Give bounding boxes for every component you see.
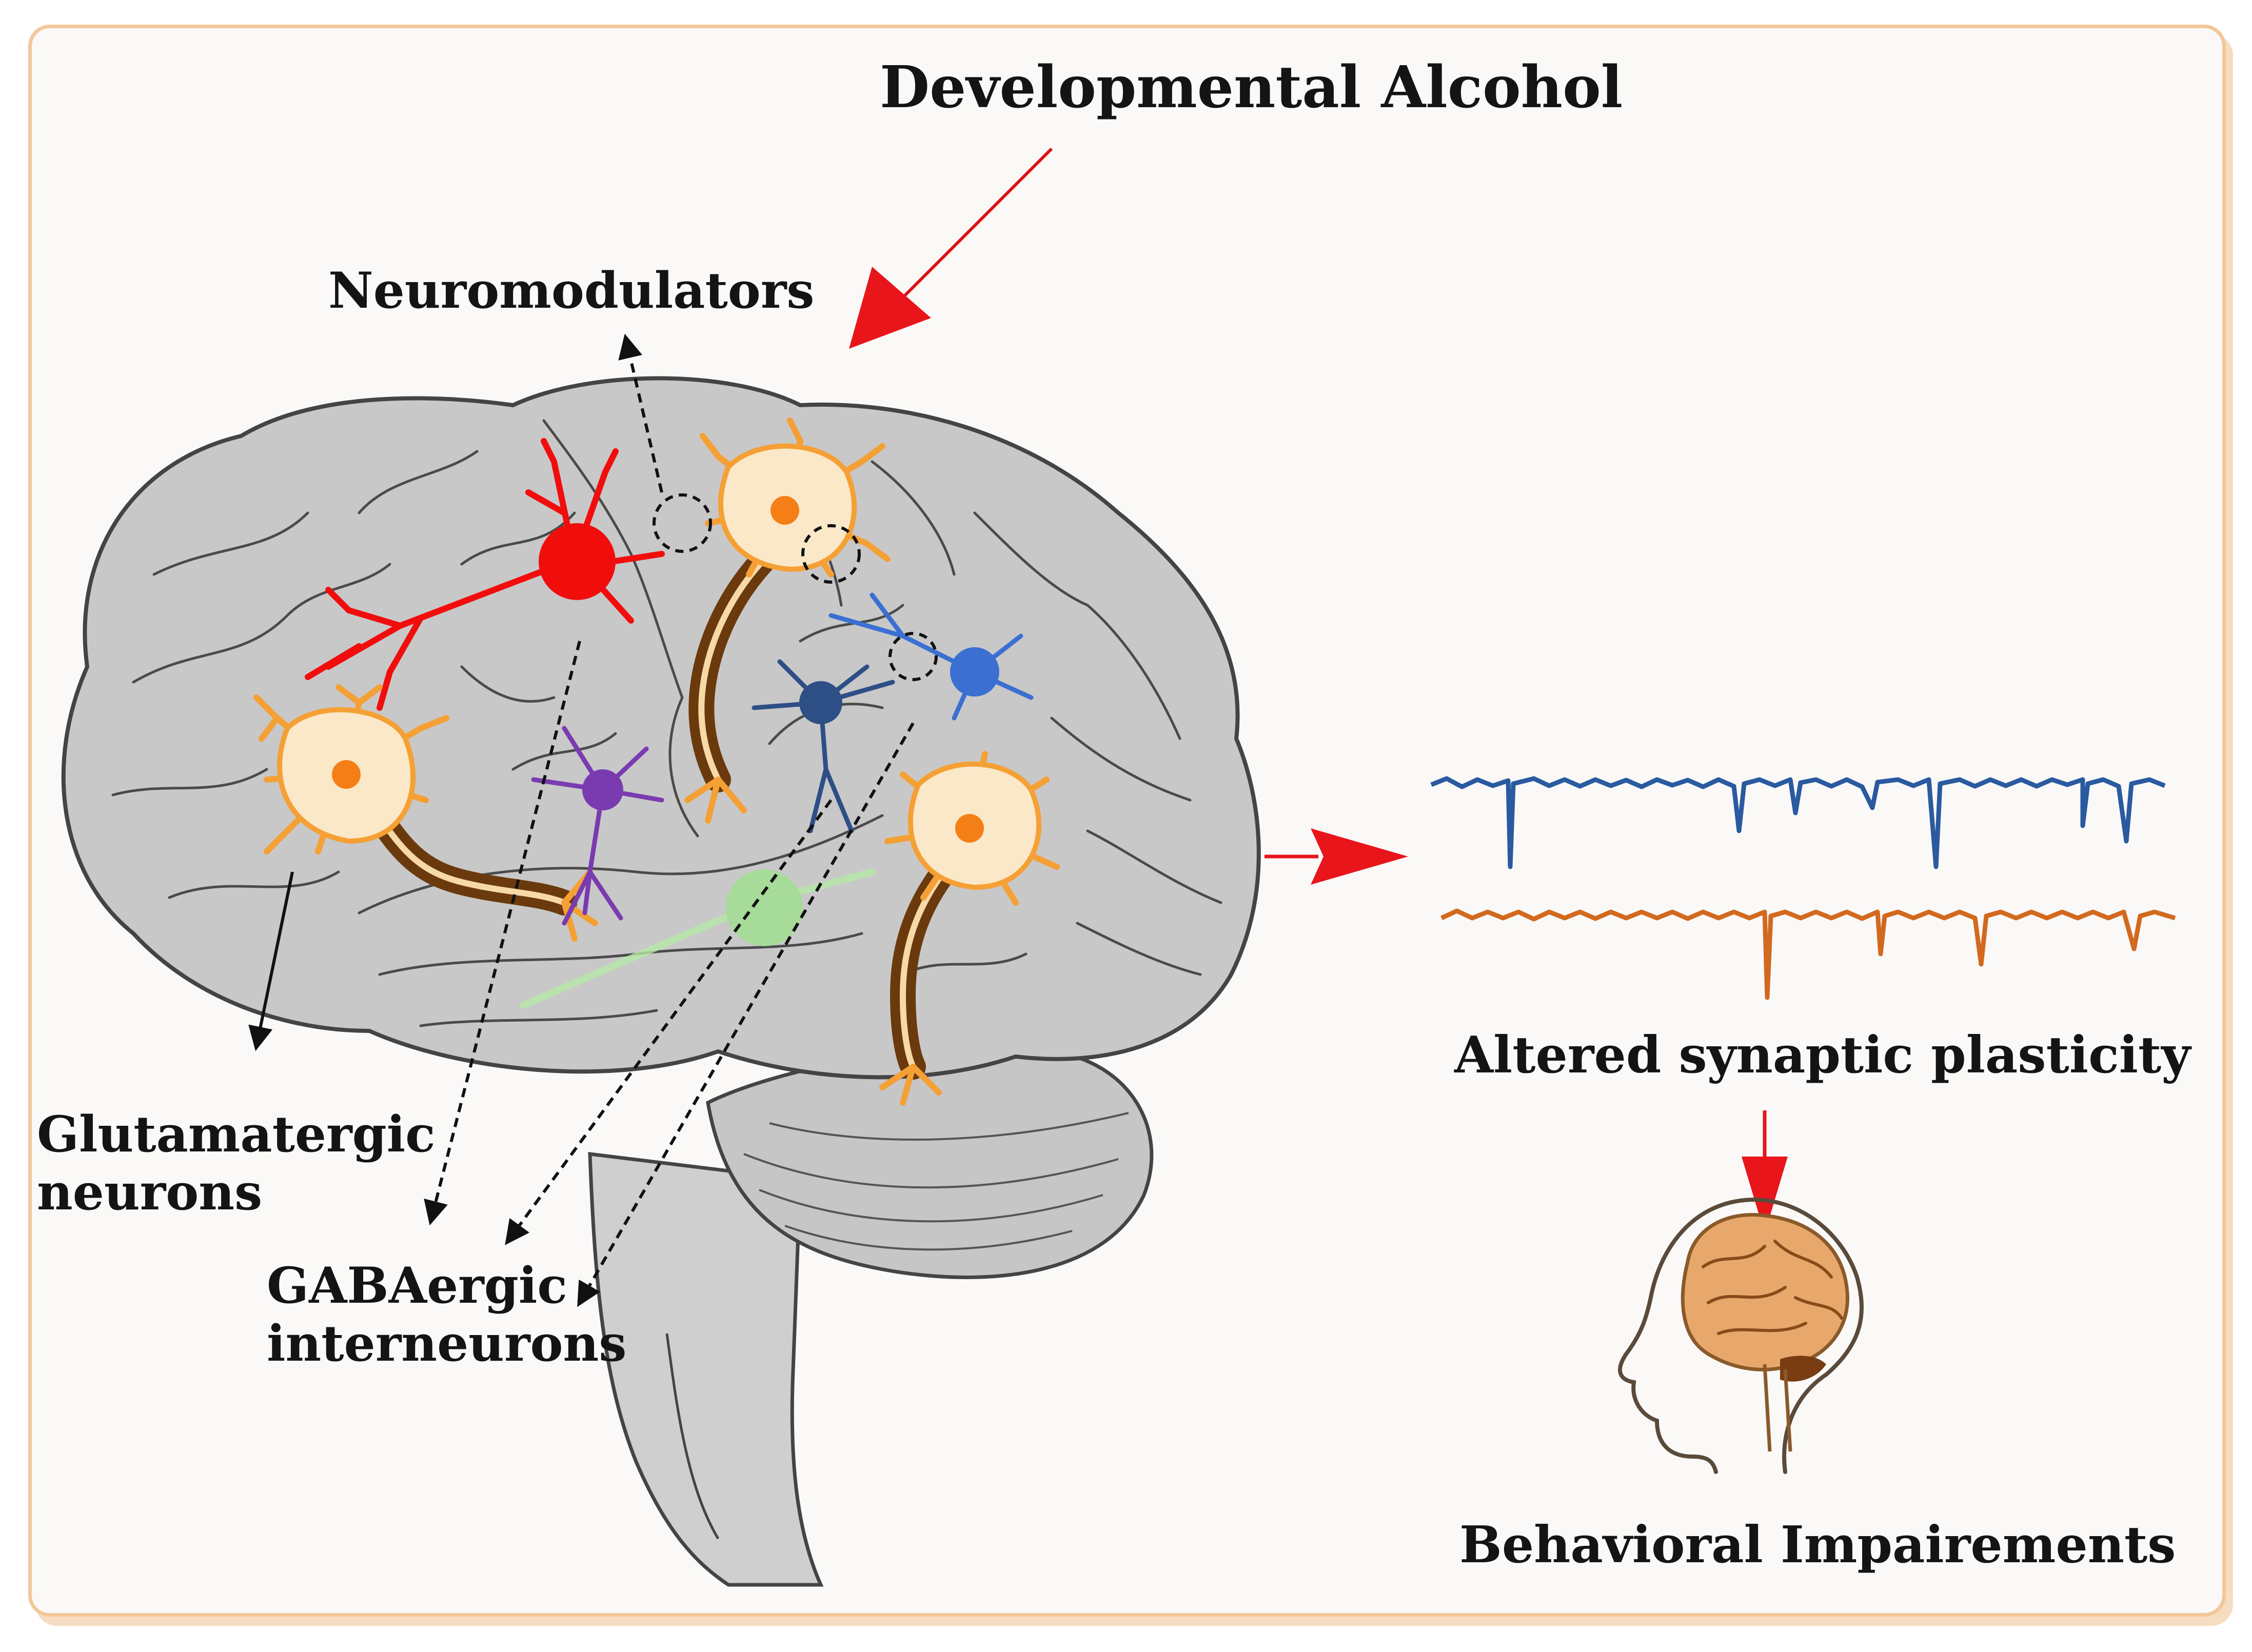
glutamatergic-neuron-1 <box>253 684 598 942</box>
brain-sulci <box>111 419 1222 1027</box>
altered-plasticity-label: Altered synaptic plasticity <box>1454 1026 2191 1085</box>
head-brain-icon <box>1618 1198 1864 1474</box>
trace-icon-blue <box>1430 776 2166 869</box>
navy-neuron <box>752 659 895 833</box>
diagram-title: Developmental Alcohol <box>880 54 1623 121</box>
behavioral-label: Behavioral Impairements <box>1459 1516 2176 1575</box>
gaba-label-line2: interneurons <box>267 1315 627 1373</box>
trace-icon-orange <box>1440 908 2176 1000</box>
alcohol-arrow-icon <box>849 147 1053 349</box>
neuromodulators-label: Neuromodulators <box>328 262 815 320</box>
green-neuron <box>520 868 876 1009</box>
brain-illustration <box>61 376 1261 1080</box>
glutamatergic-label: Glutamatergic neurons <box>37 1105 436 1222</box>
glutamatergic-label-line1: Glutamatergic <box>37 1105 436 1163</box>
output-arrow-icon <box>1265 828 1408 885</box>
cerebellum <box>706 1046 1154 1279</box>
gaba-arrows <box>424 641 915 1307</box>
neuromodulators-arrow <box>618 333 663 493</box>
gaba-label: GABAergic interneurons <box>267 1257 626 1373</box>
glutamatergic-neuron-3 <box>879 751 1060 1106</box>
gaba-label-line1: GABAergic <box>267 1257 567 1315</box>
synapse-markers <box>653 493 938 681</box>
down-arrow-icon <box>1742 1110 1788 1233</box>
brainstem <box>588 1152 824 1587</box>
glutamatergic-arrow <box>248 871 294 1051</box>
red-neuron <box>305 438 665 711</box>
blue-neuron <box>828 592 1034 721</box>
glutamatergic-label-line2: neurons <box>37 1163 263 1222</box>
purple-neuron <box>531 726 664 926</box>
glutamatergic-neuron-2 <box>684 417 891 824</box>
